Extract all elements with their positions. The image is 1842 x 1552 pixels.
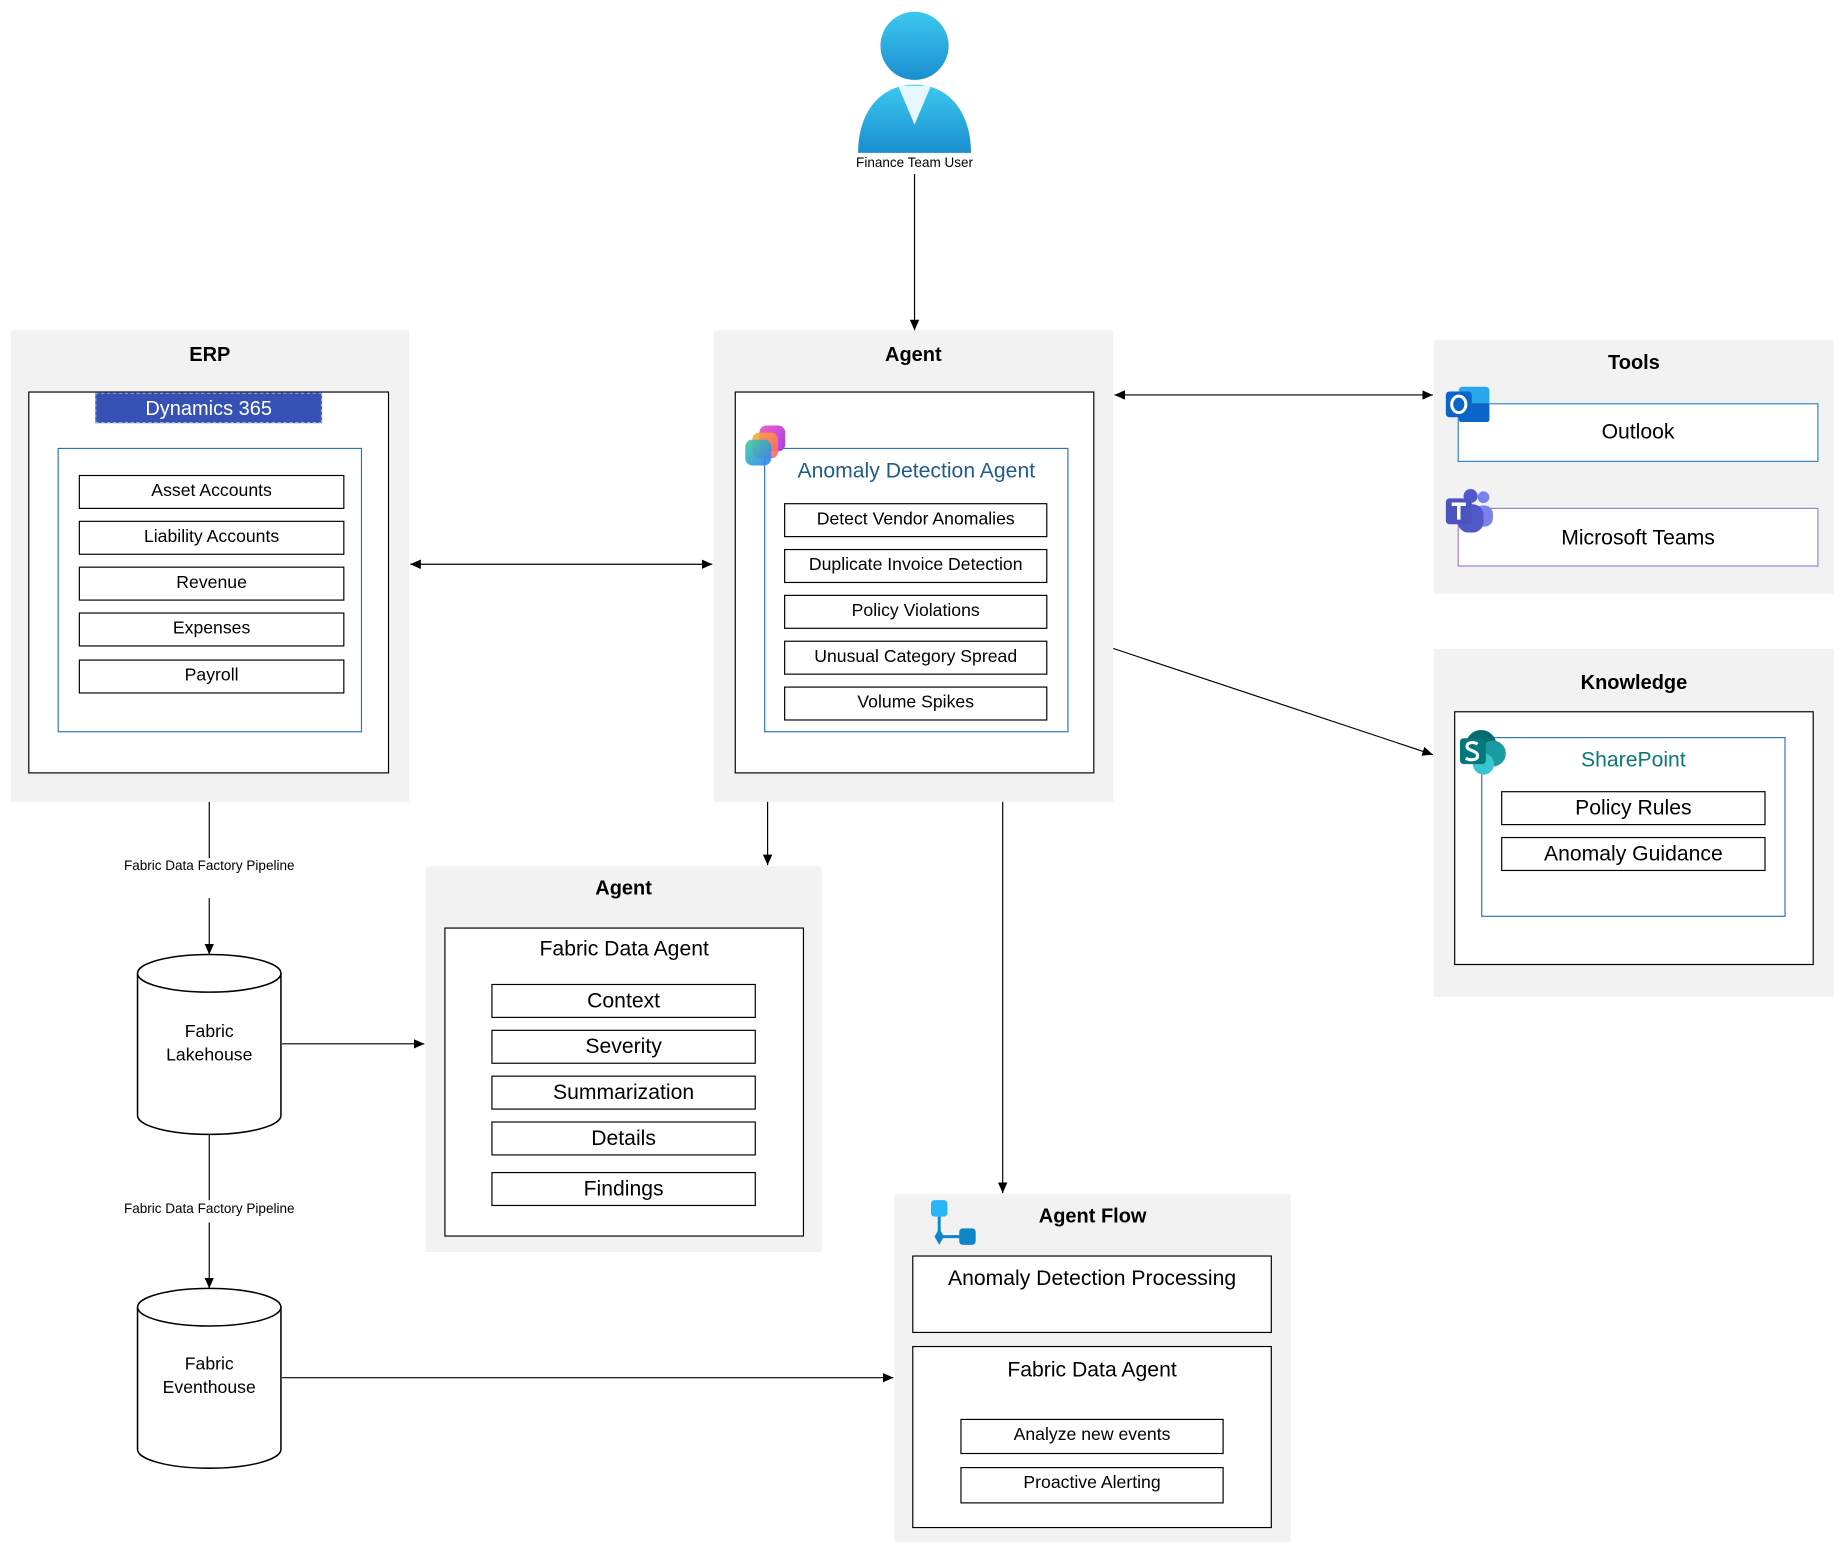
knowledge-item-anomaly-guidance: Anomaly Guidance <box>1501 836 1766 872</box>
agent-title: Agent <box>885 343 942 366</box>
fabric-agent-subtitle: Fabric Data Agent <box>539 936 709 961</box>
outlook-label: Outlook <box>1601 419 1675 444</box>
erp-item-expenses: Expenses <box>78 612 345 647</box>
finance-user: Finance Team User <box>844 7 985 177</box>
erp-title: ERP <box>189 343 231 366</box>
dynamics-365-label: Dynamics 365 <box>145 397 272 420</box>
outlook-box: Outlook <box>1457 403 1819 462</box>
copilot-icon <box>745 425 786 466</box>
agent-item-category-spread: Unusual Category Spread <box>784 640 1048 675</box>
teams-icon <box>1445 489 1493 533</box>
agent-flow-icon <box>930 1200 976 1245</box>
sharepoint-group <box>1481 737 1786 917</box>
eventhouse-label-line2: Eventhouse <box>162 1377 256 1398</box>
sharepoint-icon <box>1459 729 1506 775</box>
teams-box: Microsoft Teams <box>1457 507 1819 567</box>
fabric-agent-item-summarization: Summarization <box>491 1075 756 1110</box>
lakehouse-label-line1: Fabric <box>184 1021 234 1042</box>
agent-item-duplicate-invoice: Duplicate Invoice Detection <box>784 548 1048 584</box>
agent-flow-title: Agent Flow <box>1038 1204 1147 1228</box>
eventhouse-label: Fabric Eventhouse <box>138 1353 281 1400</box>
person-icon <box>858 11 971 153</box>
erp-item-revenue: Revenue <box>78 566 345 601</box>
outlook-icon <box>1445 386 1490 423</box>
fabric-agent-item-findings: Findings <box>491 1171 756 1207</box>
fabric-agent-item-severity: Severity <box>491 1029 756 1064</box>
agent-item-vendor-anomalies: Detect Vendor Anomalies <box>784 503 1048 538</box>
fabric-agent-item-context: Context <box>491 983 756 1018</box>
pipeline-label-top: Fabric Data Factory Pipeline <box>123 859 295 874</box>
anomaly-processing-label: Anomaly Detection Processing <box>947 1266 1237 1290</box>
knowledge-title: Knowledge <box>1580 671 1688 694</box>
flow-item-analyze-events: Analyze new events <box>960 1418 1224 1455</box>
pipeline-label-bottom: Fabric Data Factory Pipeline <box>123 1202 295 1217</box>
erp-item-payroll: Payroll <box>78 659 345 694</box>
anomaly-agent-name: Anomaly Detection Agent <box>797 458 1036 482</box>
lakehouse-label-line2: Lakehouse <box>166 1045 253 1066</box>
fabric-agent-item-details: Details <box>491 1121 756 1156</box>
erp-item-liability-accounts: Liability Accounts <box>78 520 345 555</box>
sharepoint-label: SharePoint <box>1581 747 1686 772</box>
dynamics-365-banner: Dynamics 365 <box>95 392 323 424</box>
lakehouse-label: Fabric Lakehouse <box>138 1020 281 1067</box>
agent-item-volume-spikes: Volume Spikes <box>784 686 1048 721</box>
flow-item-proactive-alerting: Proactive Alerting <box>960 1467 1224 1504</box>
anomaly-agent-group <box>764 447 1069 733</box>
eventhouse-label-line1: Fabric <box>184 1354 234 1375</box>
anomaly-processing-box: Anomaly Detection Processing <box>912 1255 1272 1334</box>
finance-user-label: Finance Team User <box>856 156 974 171</box>
eventhouse-cylinder <box>136 1287 282 1469</box>
fabric-agent-panel-title: Agent <box>595 876 652 900</box>
agent-knowledge-arrow <box>1093 641 1434 756</box>
flow-fabric-agent-label: Fabric Data Agent <box>1007 1357 1177 1382</box>
agent-item-policy-violations: Policy Violations <box>784 594 1048 629</box>
lakehouse-cylinder <box>136 953 282 1136</box>
tools-title: Tools <box>1608 351 1660 374</box>
teams-label: Microsoft Teams <box>1561 525 1715 549</box>
knowledge-item-policy-rules: Policy Rules <box>1501 791 1766 826</box>
erp-item-asset-accounts: Asset Accounts <box>78 474 345 509</box>
